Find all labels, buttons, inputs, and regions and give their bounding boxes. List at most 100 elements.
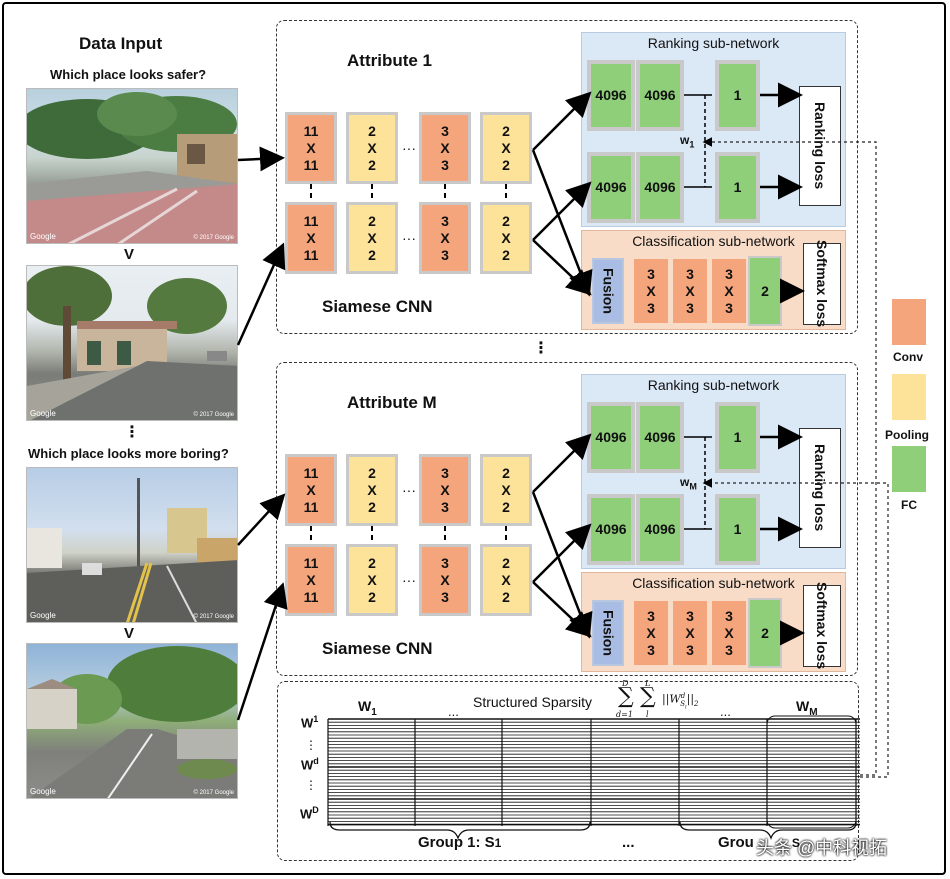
feedback-line-wm xyxy=(702,478,889,778)
block-dim-bot: 2 xyxy=(502,156,510,173)
block-dim-top: 11 xyxy=(303,464,319,481)
sparsity-title: Structured Sparsity xyxy=(473,694,593,710)
block-dim-mid: X xyxy=(367,139,377,156)
arrow-cnn-to-classification xyxy=(531,491,593,639)
legend-fc-label: FC xyxy=(901,498,917,512)
classification-subnetwork-panel: Classification sub-network xyxy=(581,230,846,330)
fc-4096-block: 4096 xyxy=(636,494,684,565)
arrow-cnn-to-ranking xyxy=(532,523,592,583)
block-dim-bot: 2 xyxy=(368,156,376,173)
street-photo-2-art xyxy=(27,266,237,420)
arrow-photo1-to-cnn xyxy=(237,146,285,172)
sparsity-top-ellipsis-1: ... xyxy=(448,704,459,719)
block-dim-top: 3 xyxy=(441,464,449,481)
arrow-photo2-to-cnn xyxy=(236,242,286,346)
block-dim-mid: X xyxy=(367,481,377,498)
block-dim-mid: X xyxy=(440,571,450,588)
sparsity-formula: D ∑ d=1 L ∑ l ||WdSl||2 xyxy=(616,679,726,721)
block-dim-top: 3 xyxy=(686,607,694,624)
block-dim-bot: 2 xyxy=(368,246,376,263)
classification-subnetwork-title: Classification sub-network xyxy=(632,575,795,591)
weight-label: w1 xyxy=(680,133,695,150)
block-dim-top: 2 xyxy=(368,212,376,229)
cnn-ellipsis: ··· xyxy=(402,482,416,498)
block-dim-mid: X xyxy=(306,229,316,246)
structured-sparsity-box xyxy=(277,681,859,861)
street-photo-1: Google © 2017 Google xyxy=(26,88,238,244)
data-input-title: Data Input xyxy=(79,34,163,53)
arrow-photo4-to-cnn xyxy=(236,582,288,721)
block-dim-mid: X xyxy=(440,481,450,498)
ranking-loss-label: Ranking loss xyxy=(812,102,828,190)
block-dim-bot: 2 xyxy=(502,588,510,605)
versus-symbol-2: V xyxy=(124,625,135,642)
block-dim-mid: X xyxy=(685,282,695,299)
street-photo-2: Google © 2017 Google xyxy=(26,265,238,421)
google-watermark-2: Google xyxy=(30,409,56,418)
block-dim-top: 2 xyxy=(368,464,376,481)
block-dim-mid: X xyxy=(501,481,511,498)
arrow-photo3-to-cnn xyxy=(237,493,286,546)
block-dim-bot: 2 xyxy=(502,246,510,263)
weight-label: wM xyxy=(680,475,697,492)
fc-1-block: 1 xyxy=(715,152,760,223)
attribute-1-box xyxy=(276,20,858,334)
fc-4096-block: 4096 xyxy=(636,402,684,473)
classification-subnetwork-title: Classification sub-network xyxy=(632,233,795,249)
copyright-1: © 2017 Google xyxy=(193,235,234,241)
street-photo-4-art xyxy=(27,646,237,798)
attribute-title: Attribute 1 xyxy=(347,51,432,70)
fc-2-block: 2 xyxy=(748,598,782,668)
feedback-line-w1 xyxy=(702,137,877,776)
block-dim-bot: 3 xyxy=(441,156,449,173)
versus-symbol-1: V xyxy=(124,246,135,263)
block-dim-mid: X xyxy=(367,229,377,246)
block-dim-bot: 3 xyxy=(686,299,694,316)
street-photo-1-art xyxy=(27,92,237,243)
block-dim-bot: 2 xyxy=(368,588,376,605)
block-dim-mid: X xyxy=(646,624,656,641)
arrow-cnn-to-classification xyxy=(531,149,593,297)
group-ellipsis: ... xyxy=(622,834,635,851)
block-dim-bot: 3 xyxy=(647,299,655,316)
block-dim-bot: 3 xyxy=(441,246,449,263)
block-dim-top: 2 xyxy=(502,554,510,571)
ranking-subnetwork-title: Ranking sub-network xyxy=(647,35,780,51)
block-dim-mid: X xyxy=(501,229,511,246)
sparsity-grid xyxy=(327,715,860,840)
block-dim-bot: 2 xyxy=(502,498,510,515)
cnn-ellipsis: ··· xyxy=(402,140,416,156)
block-dim-bot: 3 xyxy=(725,299,733,316)
sparsity-w1-label: W1 xyxy=(358,698,377,718)
block-dim-top: 2 xyxy=(502,212,510,229)
block-dim-mid: X xyxy=(646,282,656,299)
input-vertical-ellipsis: ⋮ xyxy=(124,424,140,441)
block-dim-bot: 3 xyxy=(441,588,449,605)
fusion-block: Fusion xyxy=(592,258,624,324)
block-dim-mid: X xyxy=(724,624,734,641)
fc-1-block: 1 xyxy=(715,494,760,565)
arrow-cnn-to-ranking xyxy=(532,433,592,493)
block-dim-top: 3 xyxy=(441,212,449,229)
attributes-vertical-ellipsis: ⋮ xyxy=(533,340,549,357)
block-dim-bot: 3 xyxy=(725,641,733,658)
fc-2-block: 2 xyxy=(748,256,782,326)
arrow-cnn-to-ranking xyxy=(532,91,592,151)
sparsity-row-wD: WD xyxy=(300,805,319,822)
formula-sum2-top: L xyxy=(645,679,651,688)
group-1-label: Group 1: S1 xyxy=(418,834,502,851)
sparsity-row-ellipsis-2: ⋮ xyxy=(305,778,317,792)
block-dim-bot: 11 xyxy=(303,156,319,173)
copyright-3: © 2017 Google xyxy=(193,614,234,620)
